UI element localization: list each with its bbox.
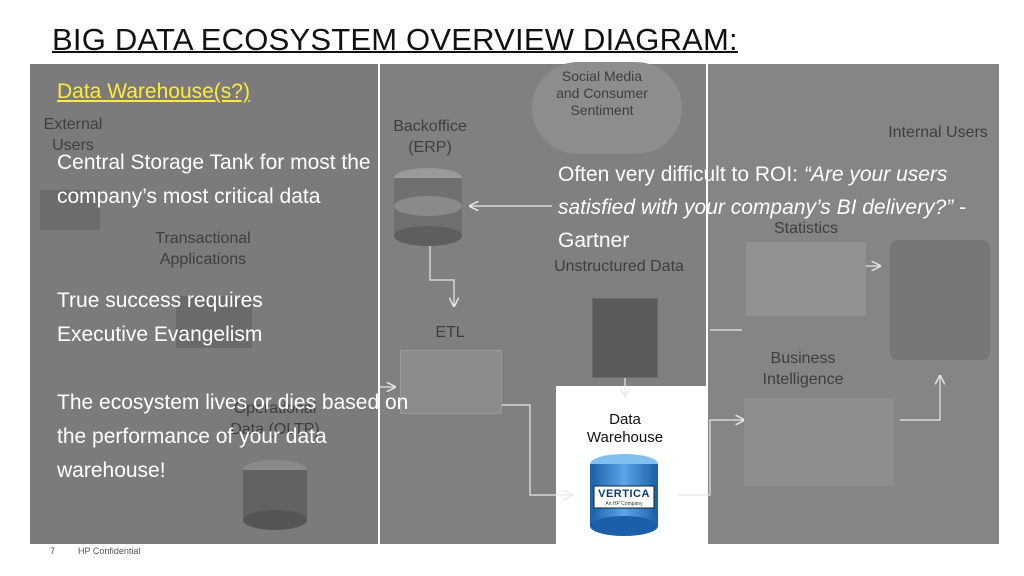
overlay-point-storage: Central Storage Tank for most the compan… (57, 151, 371, 208)
gartner-quote: Often very difficult to ROI: “Are your u… (558, 158, 998, 257)
label-business-intelligence: Business Intelligence (762, 350, 844, 388)
internal-user-icon (890, 240, 990, 360)
overlay-heading: Data Warehouse(s?) (57, 80, 250, 103)
label-social-media: Social Media and Consumer Sentiment (556, 68, 648, 118)
page-number: 7 (50, 546, 56, 556)
etl-screen-icon (400, 350, 502, 414)
vertica-brand: VERTICA (598, 488, 650, 500)
quote-text: “Are your users satisfied with your comp… (558, 163, 954, 219)
quote-attribution: - Gartner (558, 196, 967, 252)
server-rack-icon (592, 298, 658, 378)
label-external-users: External Users (43, 116, 103, 154)
vertica-database-icon: VERTICA An HP Company (572, 452, 676, 538)
overlay-point-ecosystem: The ecosystem lives or dies based on the… (57, 391, 409, 482)
label-unstructured-data: Unstructured Data (554, 258, 684, 275)
confidential-note: HP Confidential (78, 546, 141, 556)
vertica-sub: An HP Company (605, 501, 643, 507)
label-data-warehouse: Data Warehouse (586, 411, 664, 446)
cloud-icon (532, 62, 682, 154)
statistics-chart-icon (746, 242, 866, 316)
label-etl: ETL (435, 324, 465, 341)
slide-title: BIG DATA ECOSYSTEM OVERVIEW DIAGRAM: (52, 22, 738, 57)
label-statistics: Statistics (773, 220, 838, 237)
oltp-database-icon (240, 458, 310, 530)
terminal-icon (176, 296, 252, 348)
label-operational-data: Operational Data (OLTP) (230, 400, 320, 438)
label-backoffice: Backoffice (ERP) (393, 118, 467, 156)
bi-dashboard-icon (744, 398, 894, 486)
laptop-icon (40, 190, 100, 230)
erp-database-icon (390, 166, 466, 248)
label-transactional-apps: Transactional Applications (155, 230, 251, 268)
quote-lead: Often very difficult to ROI: (558, 163, 804, 186)
overlay-point-evangelism: True success requires Executive Evangeli… (57, 289, 263, 346)
label-internal-users: Internal Users (888, 124, 988, 141)
